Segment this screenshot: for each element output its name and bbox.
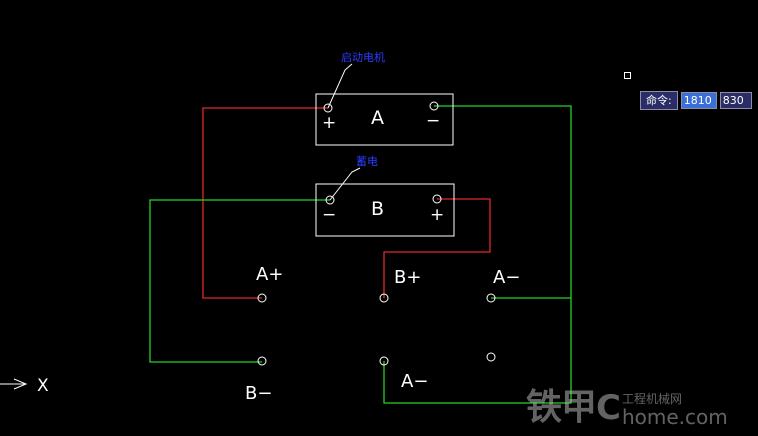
wire-b-minus (149, 199, 330, 363)
battery-box[interactable] (315, 183, 455, 237)
battery-leader-line (329, 167, 361, 201)
watermark-c-logo-icon: C (596, 388, 621, 428)
box-b-plus-sign: + (430, 205, 444, 225)
terminal-b-minus (325, 195, 335, 205)
box-a-plus-sign: + (322, 113, 336, 133)
box-a-minus-sign: − (426, 111, 440, 131)
battery-label: 蓄电 (356, 155, 378, 168)
wire-b-plus (383, 198, 491, 298)
lower-terminals (257, 293, 496, 366)
watermark-site: 工程机械网 (621, 392, 682, 406)
dynamic-input-box: 命令: (640, 91, 752, 110)
label-a-minus-top: A− (493, 267, 520, 288)
point-unused (486, 352, 496, 362)
command-label: 命令: (640, 91, 678, 110)
green-wires (149, 105, 572, 404)
point-b-plus (379, 293, 389, 303)
ucs-axis-icon (0, 378, 28, 390)
terminal-b-plus (432, 194, 442, 204)
cursor-pickbox (624, 72, 631, 79)
red-wires (202, 107, 491, 299)
watermark-brand: 铁甲 (526, 387, 597, 428)
coordinate-x-input[interactable] (680, 92, 717, 109)
point-a-minus-bottom (379, 356, 389, 366)
box-a-label: A (371, 107, 384, 129)
starter-label: 启动电机 (341, 50, 385, 64)
box-b-label: B (371, 198, 384, 220)
wire-a-plus (202, 107, 328, 299)
starter-motor-box[interactable] (315, 93, 454, 146)
box-terminals (323, 101, 442, 205)
label-a-plus: A+ (256, 264, 283, 285)
label-a-minus-bottom: A− (401, 371, 428, 392)
terminal-a-plus (323, 103, 333, 113)
point-a-minus-top (486, 293, 496, 303)
axis-x-label: X (37, 376, 49, 396)
box-b-minus-sign: − (322, 205, 336, 225)
point-b-minus (257, 356, 267, 366)
label-b-plus: B+ (394, 267, 421, 288)
coordinate-y-input[interactable] (719, 92, 752, 109)
terminal-a-minus (429, 101, 439, 111)
starter-leader-line (327, 63, 353, 109)
point-a-plus (257, 293, 267, 303)
watermark-domain: home.com (621, 405, 728, 429)
label-b-minus: B− (245, 383, 272, 404)
site-watermark: 铁甲 C 工程机械网 home.com (526, 384, 728, 429)
wire-a-minus (383, 105, 572, 404)
